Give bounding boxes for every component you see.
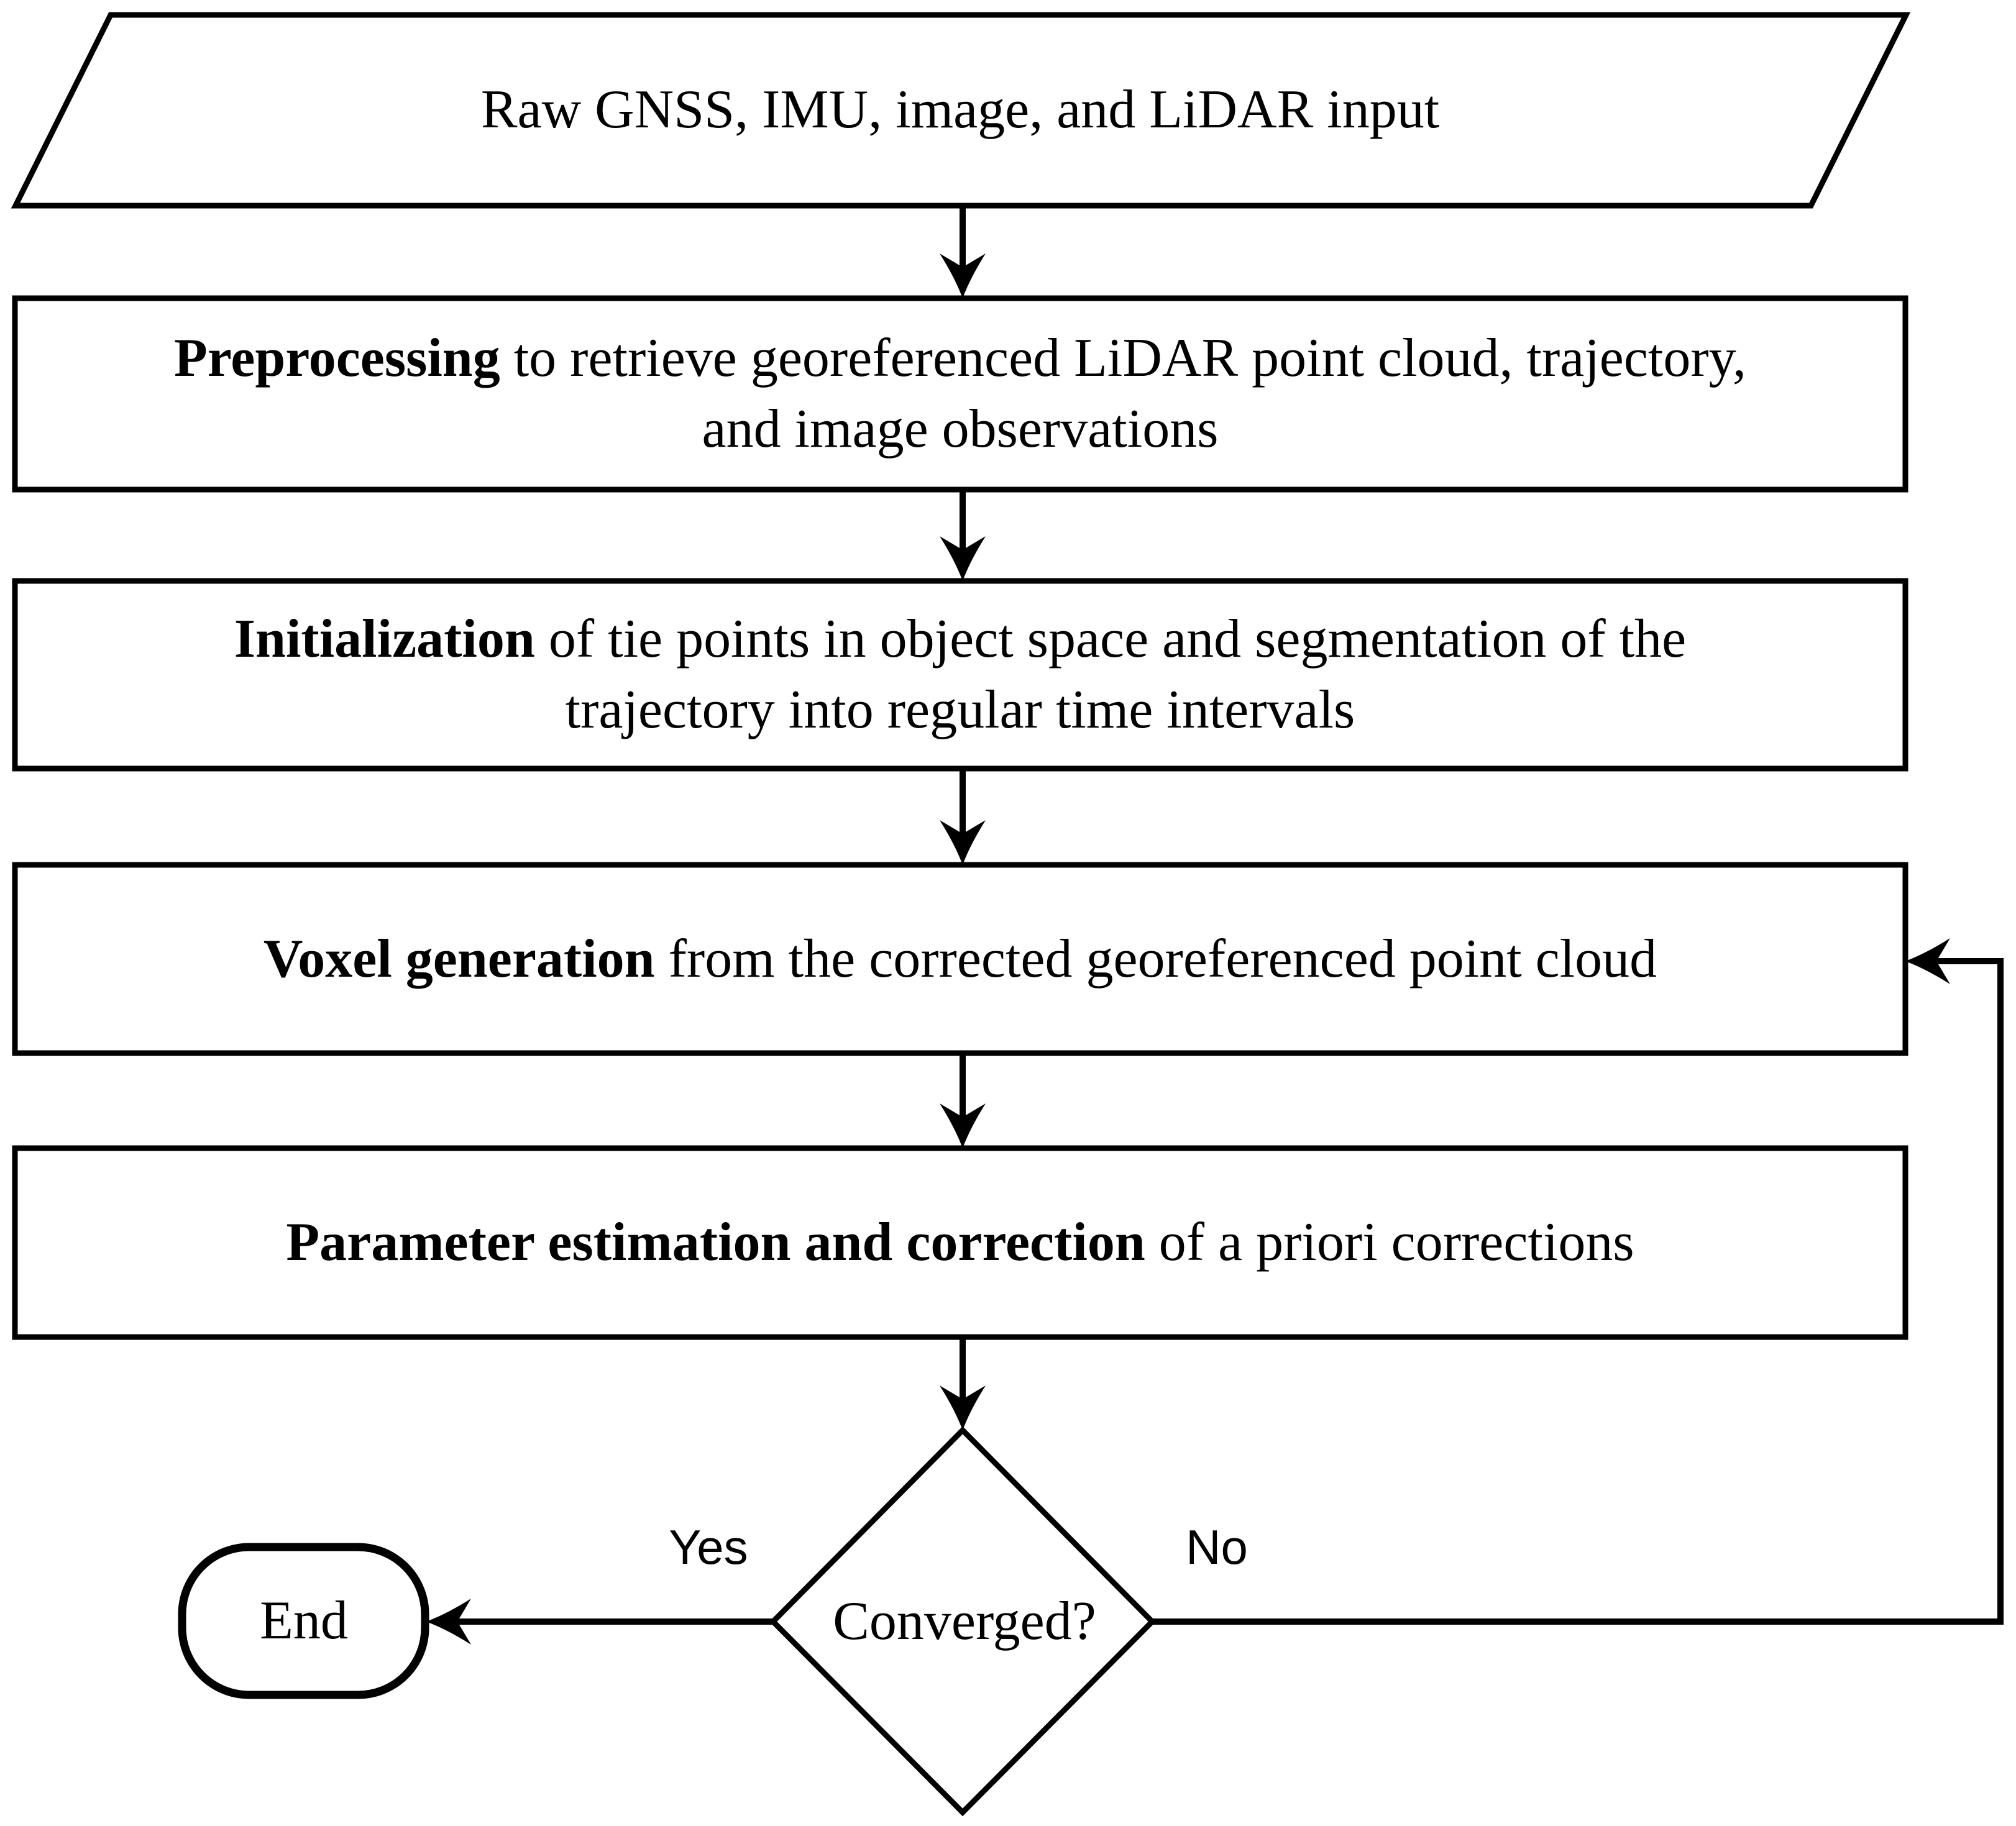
- parameter-estimation-rest-text: of a priori corrections: [1145, 1212, 1634, 1272]
- voxel-generation-node-label: Voxel generation from the corrected geor…: [15, 924, 1905, 995]
- end-text: End: [260, 1591, 348, 1651]
- connectors: [455, 206, 2004, 1625]
- converged-node-label: Converged?: [654, 1586, 1275, 1657]
- arrowhead-down-icon: [940, 253, 986, 298]
- initialization-rest-text: of tie points in object space and segmen…: [534, 609, 1687, 669]
- converged-diamond: [769, 1426, 1157, 1817]
- nodes: [11, 12, 1911, 1817]
- voxel-generation-box: [12, 862, 1908, 1056]
- arrowheads: [426, 253, 1950, 1645]
- preprocessing-bold-text: Preprocessing: [174, 328, 500, 388]
- end-terminator: [178, 1543, 429, 1699]
- preprocessing-line-1: Preprocessing to retrieve georeferenced …: [15, 323, 1905, 394]
- parameter-estimation-box: [12, 1145, 1908, 1340]
- parameter-estimation-bold-text: Parameter estimation and correction: [286, 1212, 1145, 1272]
- arrowhead-down-icon: [940, 1385, 986, 1430]
- voxel-generation-bold-text: Voxel generation: [263, 929, 655, 989]
- voxel-generation-rest-text: from the corrected georeferenced point c…: [654, 929, 1657, 989]
- input-node-label: Raw GNSS, IMU, image, and LiDAR input: [15, 75, 1905, 145]
- initialization-box: [12, 578, 1908, 772]
- converged-text: Converged?: [833, 1591, 1096, 1651]
- initialization-line-1: Initialization of tie points in object s…: [15, 604, 1905, 675]
- arrowhead-down-icon: [940, 1103, 986, 1148]
- yes-edge-label: Yes: [669, 1520, 748, 1574]
- arrowhead-down-icon: [940, 820, 986, 865]
- edge-converged-no-feedback-to-voxel: [1152, 958, 2004, 1625]
- preprocessing-box: [12, 295, 1908, 493]
- arrowhead-left-icon: [1905, 938, 1950, 984]
- initialization-line-2: trajectory into regular time intervals: [565, 680, 1355, 740]
- parameter-estimation-line: Parameter estimation and correction of a…: [15, 1207, 1905, 1278]
- preprocessing-node-label: Preprocessing to retrieve georeferenced …: [15, 323, 1905, 465]
- initialization-node-label: Initialization of tie points in object s…: [15, 604, 1905, 746]
- input-node-text: Raw GNSS, IMU, image, and LiDAR input: [480, 80, 1440, 140]
- preprocessing-rest-text: to retrieve georeferenced LiDAR point cl…: [500, 328, 1746, 388]
- voxel-generation-line: Voxel generation from the corrected geor…: [15, 924, 1905, 995]
- end-node-label: End: [180, 1586, 428, 1656]
- no-edge-label: No: [1186, 1520, 1248, 1574]
- arrowhead-left-icon: [426, 1599, 471, 1645]
- arrowhead-down-icon: [940, 536, 986, 581]
- preprocessing-line-2: and image observations: [702, 399, 1219, 459]
- input-parallelogram: [11, 12, 1911, 209]
- initialization-bold-text: Initialization: [234, 609, 535, 669]
- parameter-estimation-node-label: Parameter estimation and correction of a…: [15, 1207, 1905, 1278]
